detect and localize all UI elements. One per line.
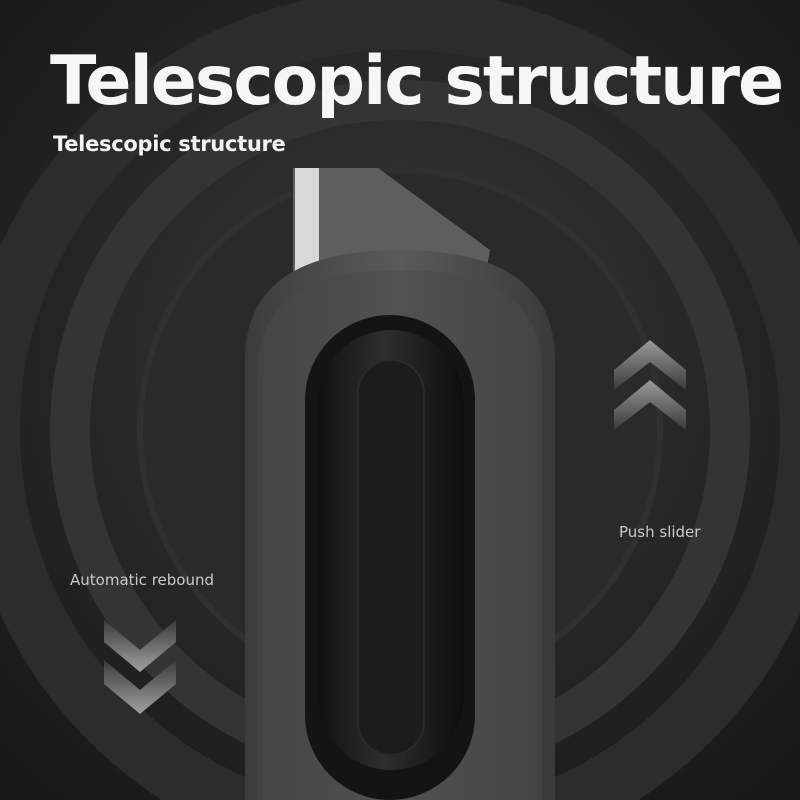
page-subtitle: Telescopic structure [53,132,286,156]
chevron-down-2 [104,660,176,714]
chevron-up-2 [614,380,686,430]
chevron-down-icon [104,620,176,714]
chevron-down-1 [104,620,176,672]
chevron-up-1 [614,340,686,390]
automatic-rebound-label: Automatic rebound [70,571,214,589]
push-slider-label: Push slider [619,523,701,541]
page-title: Telescopic structure [50,42,784,121]
chevron-up-icon [614,340,686,430]
slider-groove [357,359,425,756]
